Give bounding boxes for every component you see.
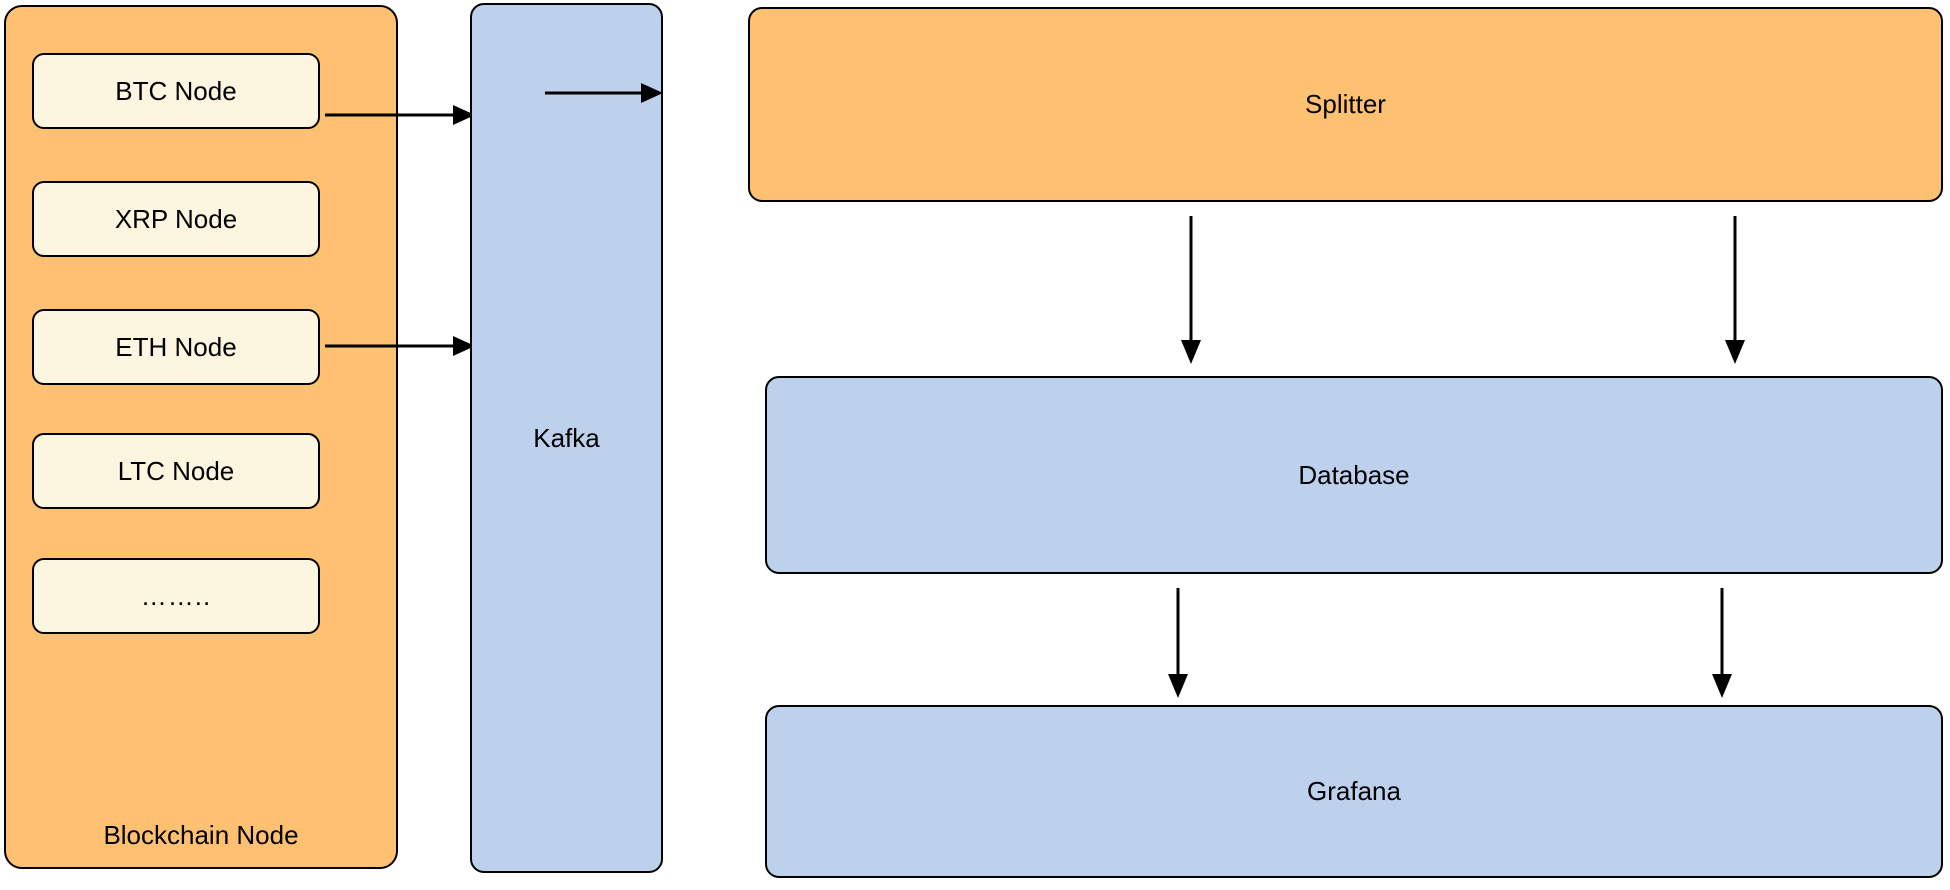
node-box-btc[interactable]: BTC Node [32,53,320,129]
blockchain-node-group-label: Blockchain Node [103,820,299,850]
node-label-ellipsis: …….. [140,580,212,611]
grafana-label: Grafana [1307,776,1401,806]
node-box-xrp[interactable]: XRP Node [32,181,320,257]
arrow-kafka-to-splitter [545,78,663,108]
arrow-splitter-to-database-right [1720,216,1750,364]
node-label-ltc: LTC Node [117,455,235,486]
kafka-box[interactable]: Kafka [470,3,663,873]
node-label-xrp: XRP Node [114,203,238,234]
node-box-ellipsis[interactable]: …….. [32,558,320,634]
blockchain-node-group[interactable]: BTC Node XRP Node ETH Node LTC Node ……..… [4,5,398,869]
node-label-btc: BTC Node [115,75,237,106]
arrow-database-to-grafana-right [1707,588,1737,698]
node-label-eth: ETH Node [115,331,237,362]
splitter-box[interactable]: Splitter [748,7,1943,202]
kafka-label: Kafka [533,422,600,453]
arrow-splitter-to-database-left [1176,216,1206,364]
arrow-btc-to-kafka [325,100,475,130]
splitter-label: Splitter [1305,89,1386,119]
database-box[interactable]: Database [765,376,1943,574]
grafana-box[interactable]: Grafana [765,705,1943,878]
node-box-ltc[interactable]: LTC Node [32,433,320,509]
arrow-database-to-grafana-left [1163,588,1193,698]
node-box-eth[interactable]: ETH Node [32,309,320,385]
arrow-eth-to-kafka [325,331,475,361]
database-label: Database [1298,459,1410,490]
